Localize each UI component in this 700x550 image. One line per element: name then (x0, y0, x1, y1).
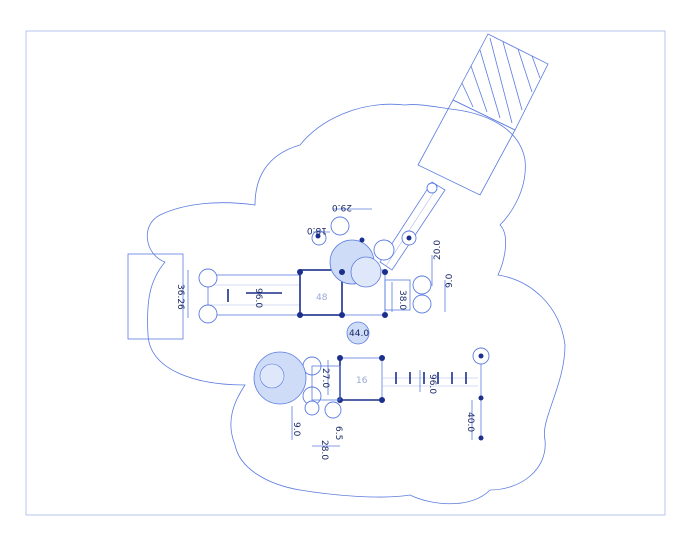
dim-29: 29.0 (332, 202, 352, 212)
connector-bubble (346, 321, 370, 345)
lower-deck (253, 351, 385, 419)
horizontal-rail (382, 372, 478, 387)
left-landing-box (127, 253, 184, 340)
dim-9-right: 9.0 (445, 273, 455, 288)
dim-96-upper: 96.0 (253, 288, 263, 308)
upper-deck-label: 48 (316, 293, 328, 303)
lower-deck-label: 16 (356, 376, 368, 386)
dim-44: 44.0 (349, 329, 369, 339)
dim-36-26: 36.26 (175, 284, 185, 310)
left-walkway (198, 268, 301, 324)
angled-bridge (379, 181, 446, 271)
dim-38: 38.0 (397, 290, 407, 310)
dim-18: 18.0 (307, 225, 327, 235)
dim-40: 40.0 (465, 412, 475, 432)
dim-6-5: 6.5 (333, 426, 343, 440)
dim-20: 20.0 (433, 240, 443, 260)
safety-zone-outline (146, 103, 566, 505)
right-post-line (472, 347, 490, 441)
upper-deck (297, 216, 432, 318)
dim-9-lower: 9.0 (291, 422, 301, 437)
dimension-lines (187, 208, 473, 447)
dim-27: 27.0 (320, 368, 330, 388)
drawing-frame (25, 30, 666, 516)
dim-96-lower: 96.0 (427, 374, 437, 394)
slide-chute (417, 33, 549, 196)
dim-28: 28.0 (319, 440, 329, 460)
